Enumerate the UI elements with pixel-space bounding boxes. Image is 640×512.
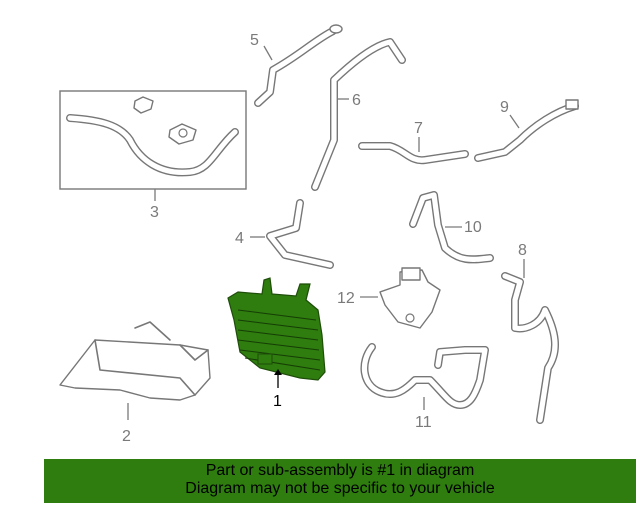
callout-9: 9 <box>500 99 509 116</box>
banner-line-2: Diagram may not be specific to your vehi… <box>185 480 495 497</box>
part-10-hose[interactable] <box>409 191 494 264</box>
callout-12: 12 <box>337 290 355 307</box>
callout-11: 11 <box>415 414 432 431</box>
part-7-hose[interactable] <box>358 142 469 165</box>
part-11-hose[interactable] <box>360 343 489 409</box>
part-12-valve[interactable] <box>379 267 441 329</box>
callout-2: 2 <box>122 428 131 445</box>
parts-diagram: 3 5 6 7 9 4 10 <box>59 24 579 445</box>
part-3-hose-with-clamps[interactable] <box>59 90 247 190</box>
info-banner: Part or sub-assembly is #1 in diagram Di… <box>44 459 636 503</box>
callout-10: 10 <box>464 219 482 236</box>
callout-8: 8 <box>518 242 527 259</box>
part-6-hose[interactable] <box>311 38 406 191</box>
callout-6: 6 <box>352 92 361 109</box>
part-5-hose[interactable] <box>254 24 343 107</box>
callout-7: 7 <box>414 120 423 137</box>
callout-1: 1 <box>273 393 282 410</box>
part-2-air-duct[interactable] <box>59 321 211 401</box>
part-4-hose[interactable] <box>266 199 334 269</box>
callout-4: 4 <box>235 230 244 247</box>
callout-3: 3 <box>150 204 159 221</box>
callout-5: 5 <box>250 32 259 49</box>
banner-line-1: Part or sub-assembly is #1 in diagram <box>205 462 475 479</box>
part-9-hose[interactable] <box>474 99 579 162</box>
part-8-hose[interactable] <box>501 272 559 424</box>
part-1-oil-cooler[interactable] <box>227 277 326 381</box>
